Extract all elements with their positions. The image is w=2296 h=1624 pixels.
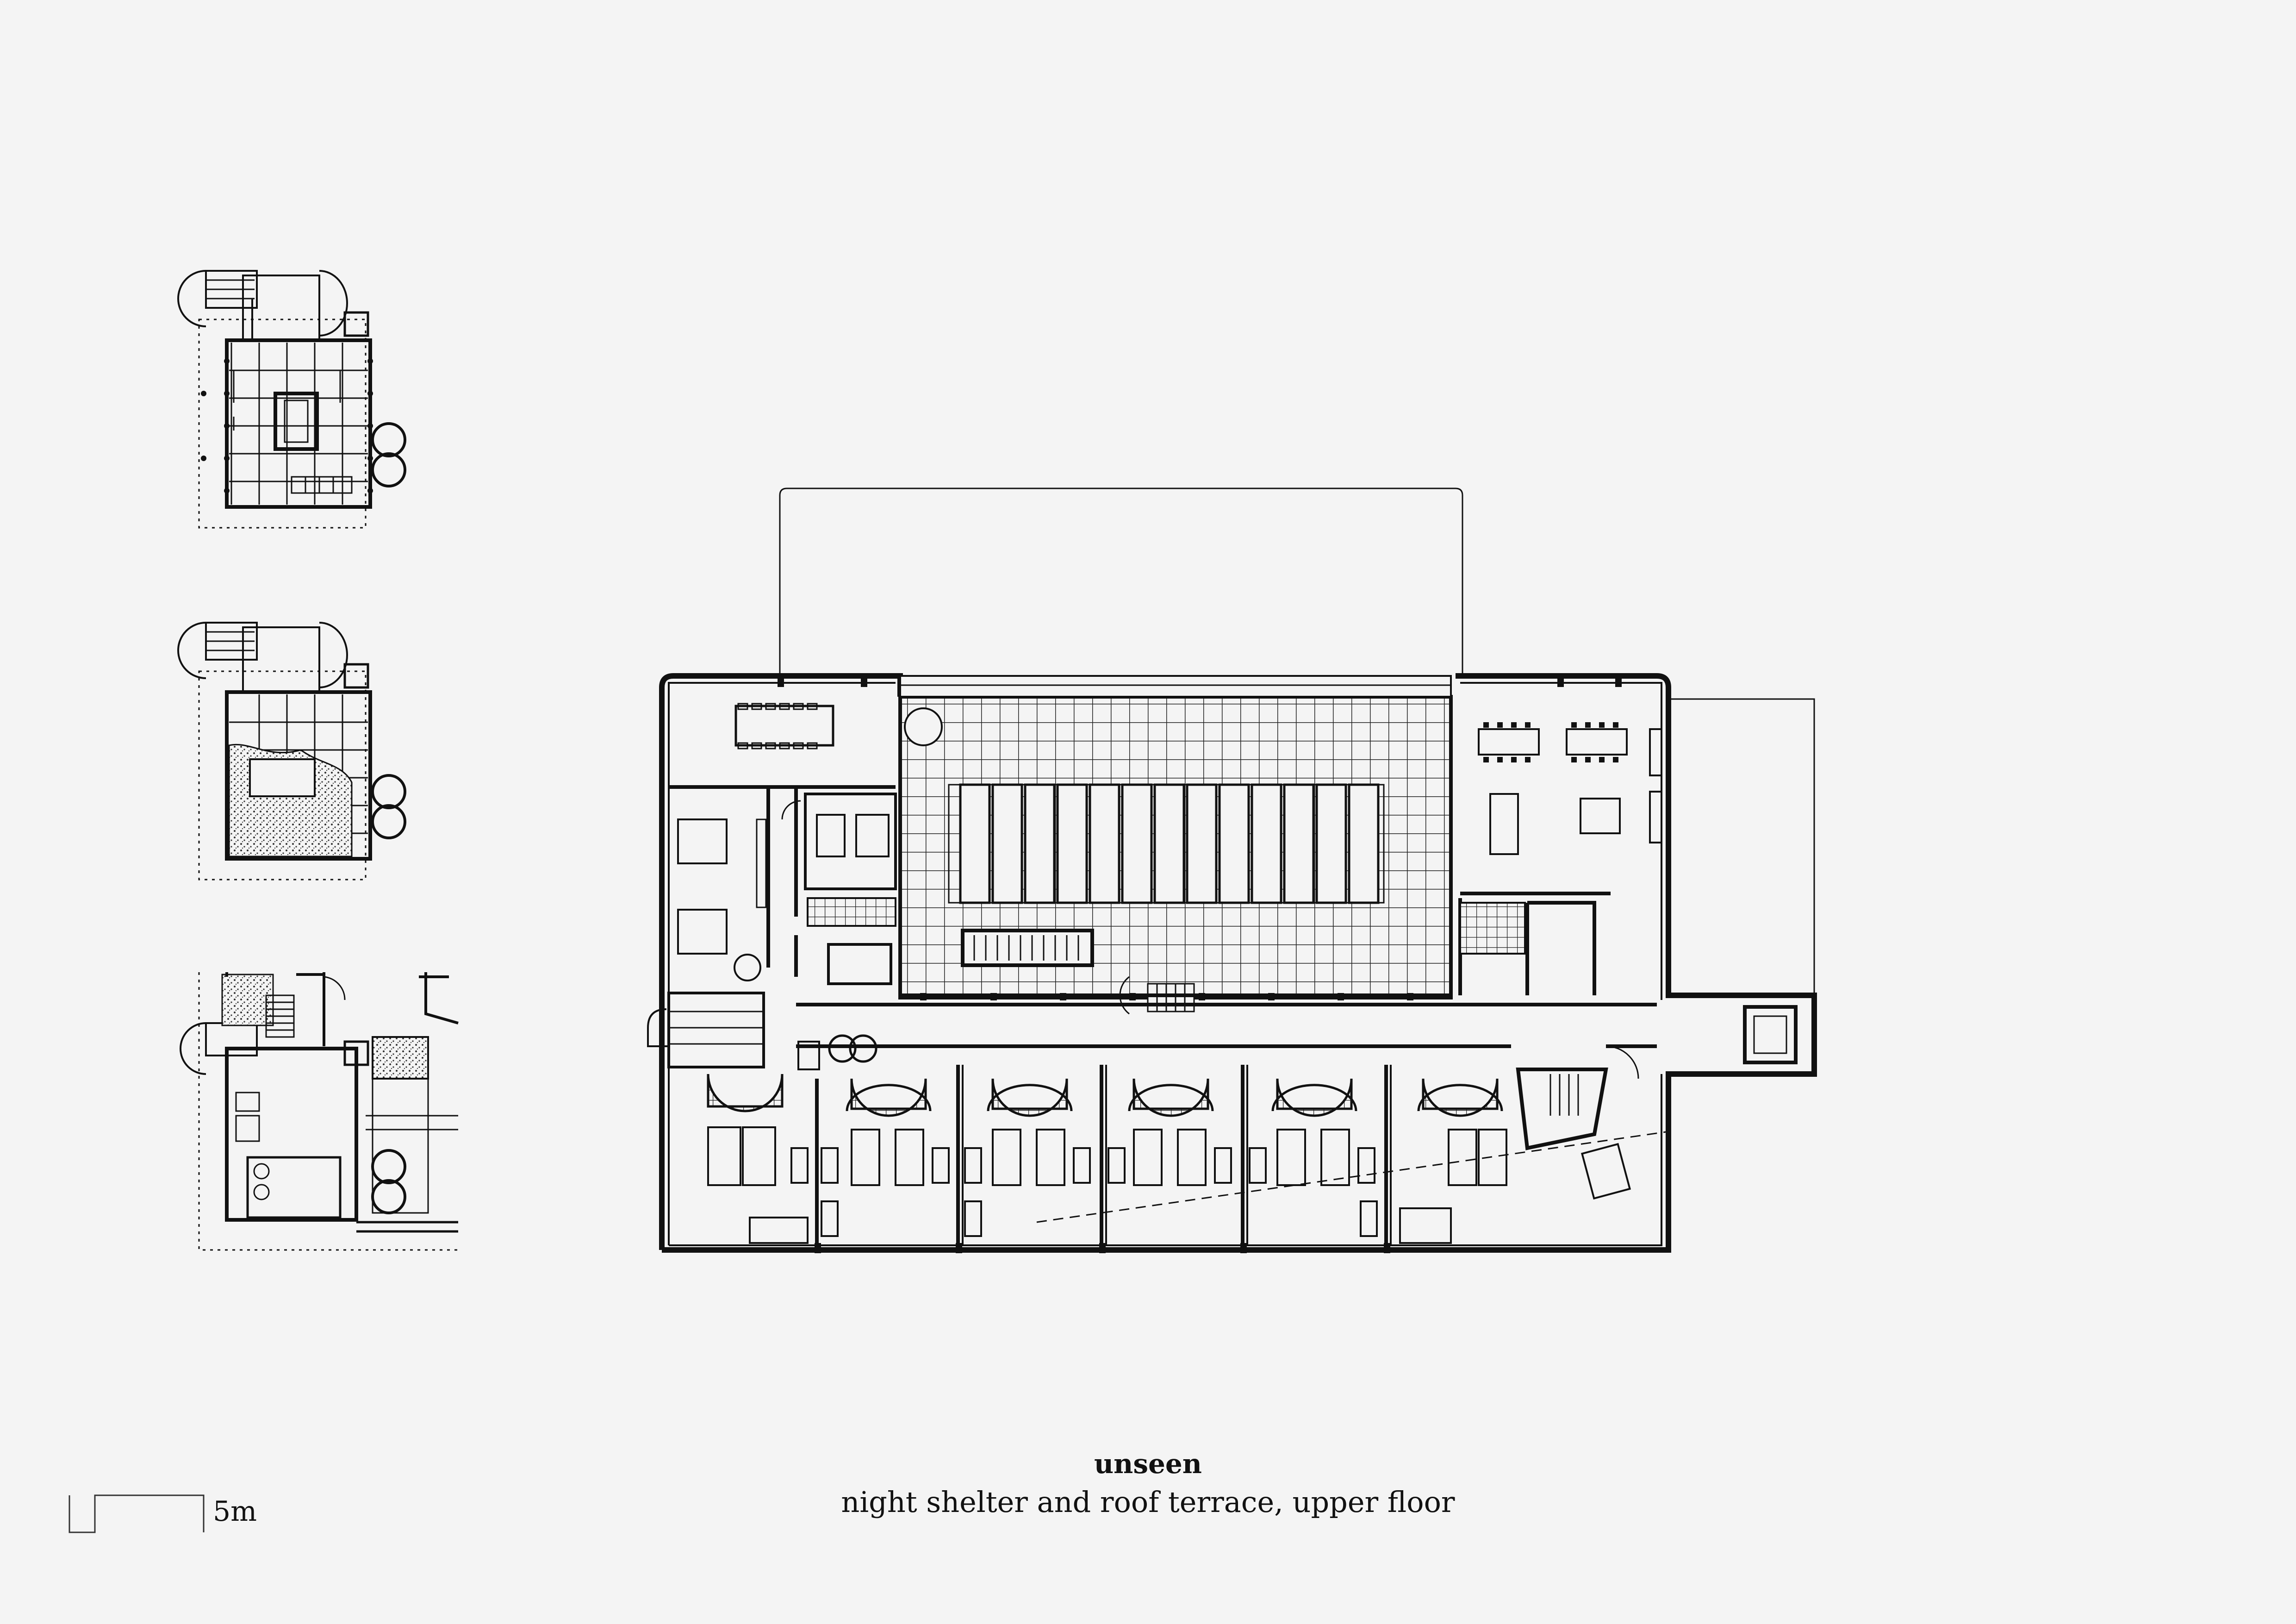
beds bbox=[707, 1126, 1631, 1244]
main-floor-plan bbox=[647, 487, 1817, 1253]
bedroom-cells bbox=[815, 1065, 1392, 1245]
planter-beds bbox=[959, 783, 1380, 904]
drawing-subtitle: night shelter and roof terrace, upper fl… bbox=[841, 1485, 1455, 1519]
drawing-title: unseen bbox=[1094, 1448, 1202, 1480]
thumbnail-plan-planted bbox=[177, 622, 406, 881]
thumbnail-plan-ground bbox=[180, 972, 459, 1251]
bathroom-pods bbox=[707, 1074, 1503, 1117]
scale-bar-label: 5m bbox=[213, 1495, 257, 1528]
scale-bar bbox=[68, 1494, 205, 1533]
thumbnail-plan-roof bbox=[177, 270, 406, 529]
